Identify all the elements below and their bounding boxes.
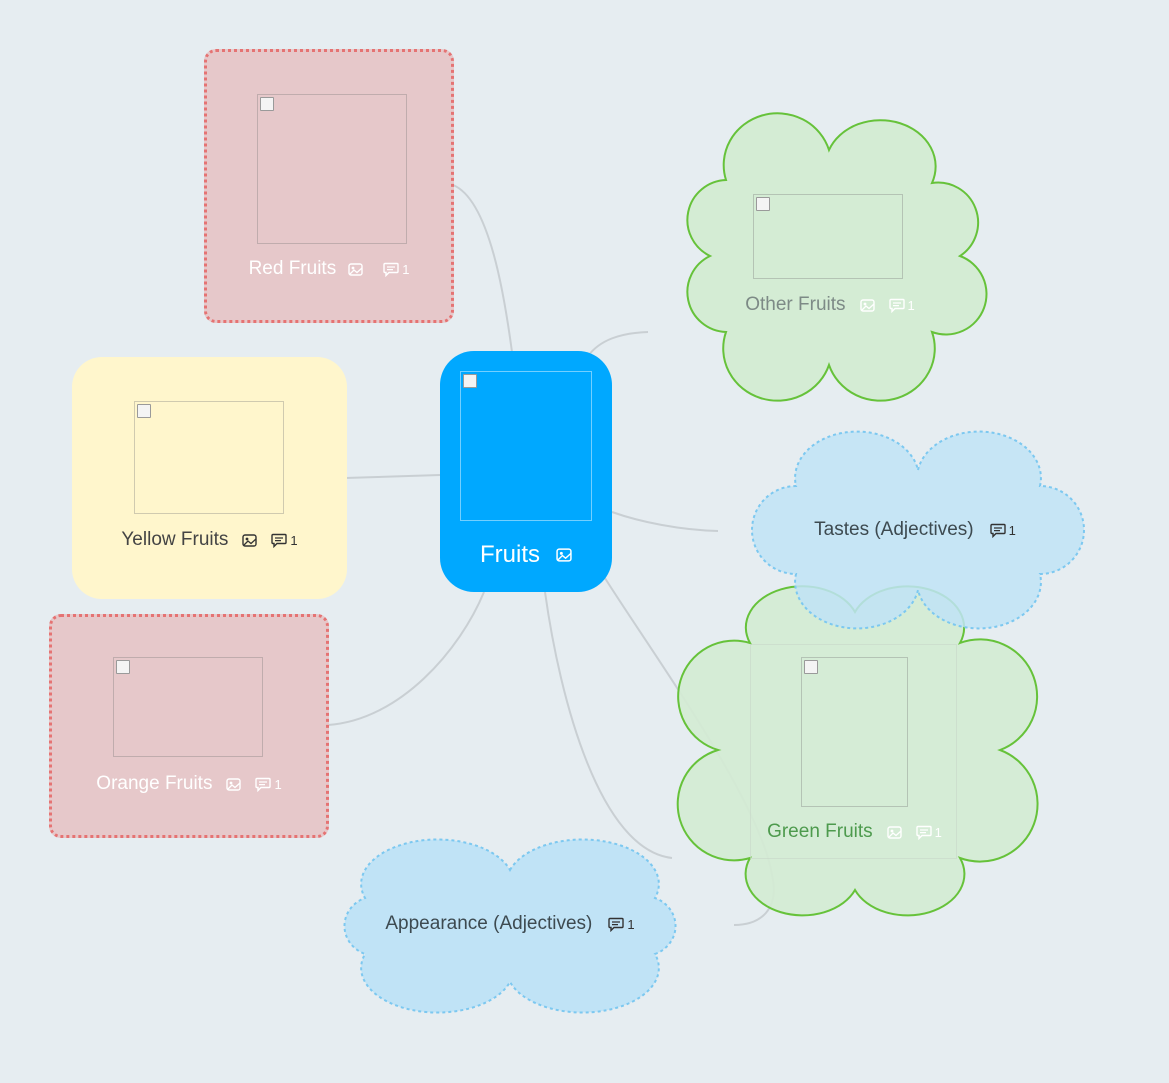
topic-image <box>801 657 908 807</box>
image-icon[interactable] <box>226 777 242 791</box>
topic-label: Yellow Fruits <box>121 529 229 550</box>
topic-appearance-adjectives[interactable]: Appearance (Adjectives) 1 <box>360 909 660 941</box>
cloud-green <box>676 585 1039 917</box>
image-icon[interactable] <box>348 262 363 276</box>
cloud-other <box>686 112 988 402</box>
connector-tastes <box>611 511 719 532</box>
broken-image-icon <box>756 197 770 211</box>
cloud-appearance <box>343 838 677 1014</box>
topic-yellow-fruits[interactable]: Yellow Fruits 1 <box>72 357 347 599</box>
comment-count: 1 <box>402 261 410 277</box>
broken-image-icon <box>463 374 477 388</box>
topic-red-fruits[interactable]: Red Fruits 1 <box>204 49 454 323</box>
image-icon[interactable] <box>886 825 902 839</box>
central-topic-fruits[interactable]: Fruits <box>440 351 612 592</box>
cloud-tastes <box>751 430 1085 630</box>
comment-icon[interactable] <box>255 777 272 792</box>
topic-label: Tastes (Adjectives) <box>814 519 974 540</box>
topic-image <box>113 657 263 757</box>
comment-icon[interactable] <box>888 298 905 313</box>
topic-label: Orange Fruits <box>96 773 213 794</box>
comment-icon[interactable] <box>915 825 932 840</box>
topic-tastes-adjectives[interactable]: Tastes (Adjectives) 1 <box>780 515 1050 547</box>
broken-image-icon <box>137 404 151 418</box>
topic-other-fruits[interactable]: Other Fruits 1 <box>700 150 960 365</box>
image-icon[interactable] <box>859 298 875 312</box>
topic-label: Appearance (Adjectives) <box>385 913 593 934</box>
topic-label: Red Fruits <box>248 258 337 279</box>
topic-green-fruits[interactable]: Green Fruits 1 <box>750 644 957 859</box>
connector-green <box>544 591 673 859</box>
comment-count: 1 <box>627 916 635 932</box>
central-label: Fruits <box>480 541 540 568</box>
comment-icon[interactable] <box>383 262 399 277</box>
topic-image <box>257 94 407 244</box>
image-icon[interactable] <box>556 548 572 562</box>
image-icon[interactable] <box>242 533 258 547</box>
comment-icon[interactable] <box>989 523 1006 538</box>
topic-label: Green Fruits <box>767 821 873 842</box>
connector-yellow <box>344 474 441 479</box>
central-image <box>460 371 592 521</box>
comment-count: 1 <box>907 297 915 313</box>
comment-icon[interactable] <box>271 533 288 548</box>
topic-label: Other Fruits <box>745 294 846 315</box>
broken-image-icon <box>116 660 130 674</box>
broken-image-icon <box>804 660 818 674</box>
comment-count: 1 <box>274 776 282 792</box>
topic-image <box>753 194 903 279</box>
topic-image <box>134 401 284 514</box>
broken-image-icon <box>260 97 274 111</box>
connector-orange <box>327 591 485 726</box>
comment-count: 1 <box>290 532 298 548</box>
connector-red <box>452 184 513 353</box>
comment-icon[interactable] <box>608 917 625 932</box>
comment-count: 1 <box>934 824 942 840</box>
connector-other <box>587 331 649 357</box>
topic-orange-fruits[interactable]: Orange Fruits 1 <box>49 614 329 838</box>
comment-count: 1 <box>1008 522 1016 538</box>
